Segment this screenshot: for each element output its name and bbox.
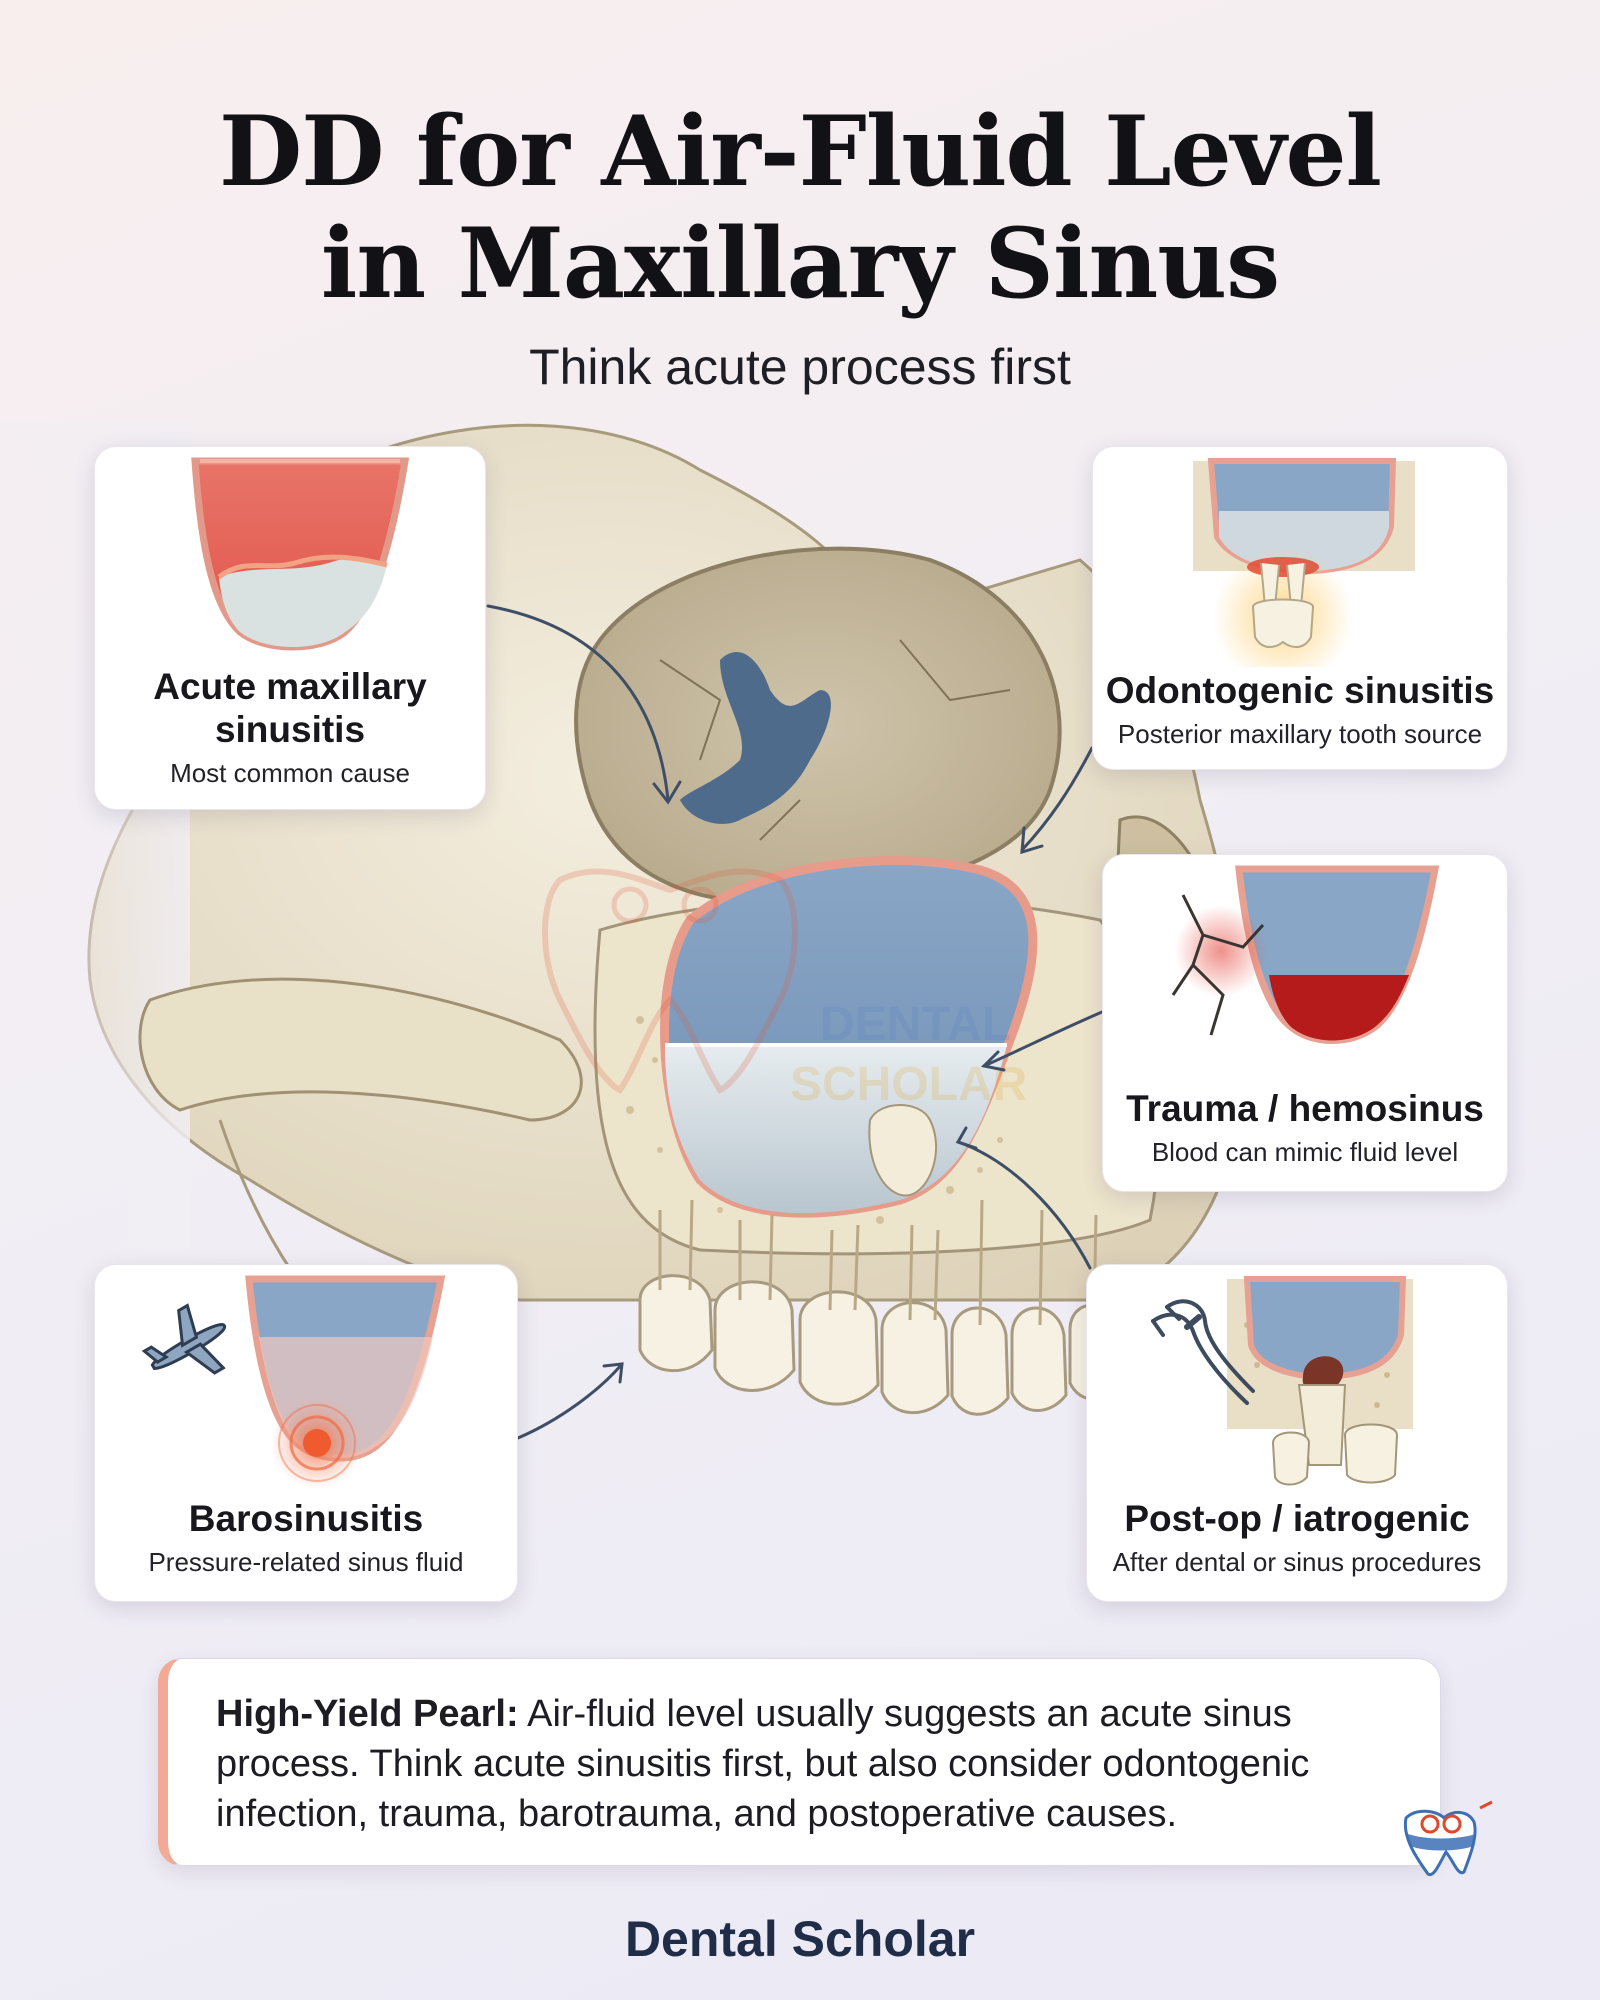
arrow-trauma — [982, 1010, 1104, 1068]
card-description: After dental or sinus procedures — [1112, 1547, 1482, 1577]
pearl-text: High-Yield Pearl: Air-fluid level usuall… — [216, 1689, 1396, 1839]
card-barosinusitis: Barosinusitis Pressure-related sinus flu… — [94, 1264, 518, 1602]
arrow-postop — [956, 1140, 1092, 1270]
dental-forceps-icon — [1151, 1299, 1255, 1405]
molar-tooth-icon — [1251, 562, 1315, 648]
watermark-logo-icon — [542, 868, 798, 1094]
arrow-baro — [516, 1362, 624, 1440]
odontogenic-sinus-icon — [1193, 458, 1415, 667]
card-description: Pressure-related sinus fluid — [148, 1547, 464, 1577]
card-title: Post-op / iatrogenic — [1124, 1498, 1470, 1539]
page-subtitle: Think acute process first — [529, 339, 1071, 395]
sinus-inflamed-icon — [191, 457, 410, 651]
card-title: Acute maxillary sinusitis — [153, 666, 427, 750]
card-description: Posterior maxillary tooth source — [1117, 719, 1483, 749]
page-title: DD for Air-Fluid Level in Maxillary Sinu… — [0, 96, 1600, 320]
high-yield-pearl-box: High-Yield Pearl: Air-fluid level usuall… — [158, 1658, 1441, 1866]
title-line-1: DD for Air-Fluid Level — [219, 95, 1382, 208]
zygomatic-arch — [138, 977, 583, 1122]
airplane-icon — [141, 1303, 227, 1375]
impacted-molar — [868, 1104, 938, 1197]
molar-tooth-icon — [1271, 1384, 1399, 1486]
card-trauma-hemosinus: Trauma / hemosinus Blood can mimic fluid… — [1102, 854, 1508, 1192]
dental-scholar-logo-icon — [1403, 1800, 1493, 1877]
card-title: Odontogenic sinusitis — [1105, 670, 1495, 711]
watermark-text-2: SCHOLAR — [790, 1058, 1027, 1111]
card-odontogenic-sinusitis: Odontogenic sinusitis Posterior maxillar… — [1092, 446, 1508, 770]
orbital-fissure — [680, 651, 831, 824]
postop-sinus-icon — [1151, 1276, 1413, 1486]
title-line-2: in Maxillary Sinus — [320, 207, 1280, 320]
barosinusitis-icon — [141, 1275, 446, 1489]
pearl-label: High-Yield Pearl: — [216, 1693, 519, 1735]
card-title: Barosinusitis — [188, 1498, 424, 1539]
hemosinus-icon — [1171, 865, 1440, 1044]
arrow-acute — [486, 604, 670, 802]
watermark-text-1: DENTAL — [820, 998, 1011, 1051]
card-acute-maxillary-sinusitis: Acute maxillary sinusitis Most common ca… — [94, 446, 486, 810]
footer-brand: Dental Scholar — [624, 1911, 976, 1967]
pearl-body: Air-fluid level usually suggests an acut… — [216, 1693, 1310, 1835]
card-description: Blood can mimic fluid level — [1151, 1137, 1459, 1167]
arrow-odontogenic — [1020, 746, 1094, 852]
card-title: Trauma / hemosinus — [1126, 1088, 1484, 1129]
card-description: Most common cause — [170, 758, 410, 788]
card-postop-iatrogenic: Post-op / iatrogenic After dental or sin… — [1086, 1264, 1508, 1602]
